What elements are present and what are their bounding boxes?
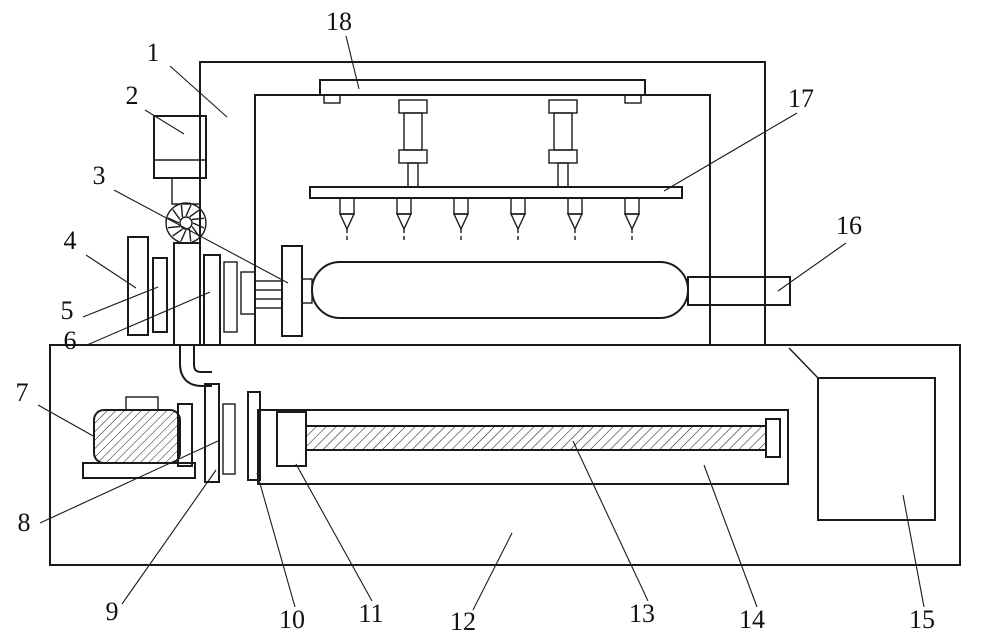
bearing-plate-middle: [222, 403, 236, 475]
motor: [82, 396, 196, 479]
collection-box: [817, 377, 936, 521]
label-15: 15: [909, 605, 935, 634]
leader-line-12: [472, 532, 513, 611]
cylinder-left-cap: [398, 99, 428, 114]
hopper-box: [153, 115, 207, 179]
leader-line-5: [82, 286, 159, 318]
roller-axle: [301, 278, 313, 304]
leader-line-17: [663, 112, 798, 192]
hopper-neck: [171, 177, 201, 205]
left-tower: [127, 115, 313, 346]
label-18: 18: [326, 7, 352, 36]
label-8: 8: [18, 508, 31, 537]
cylinder-left-rod: [407, 162, 419, 188]
label-14: 14: [739, 605, 765, 634]
leader-line-14: [703, 464, 758, 608]
outer-frame: [199, 61, 766, 346]
leader-line-10: [256, 472, 296, 608]
screw-housing: [257, 409, 789, 485]
label-10: 10: [279, 605, 305, 634]
right-inner-plate: [203, 254, 221, 346]
label-2: 2: [126, 81, 139, 110]
spray-nozzle: [623, 197, 641, 243]
bearing-plate-rear: [204, 383, 220, 483]
beam-foot-left: [323, 94, 341, 104]
leader-line-15: [902, 494, 925, 608]
label-13: 13: [629, 599, 655, 628]
motor-terminal: [125, 396, 159, 411]
cylinder-left-body: [403, 112, 423, 151]
left-bracket-plate: [127, 236, 149, 336]
cylinder-right: [548, 99, 578, 188]
part-labels: 1 2 3 4 5 6 7 8 9 10 11 12 13 14 15 16 1…: [16, 7, 936, 636]
roller: [311, 261, 689, 319]
spray-nozzle: [566, 197, 584, 243]
spray-nozzle: [509, 197, 527, 243]
beam-foot-right: [624, 94, 642, 104]
label-5: 5: [61, 296, 74, 325]
inner-frame: [254, 94, 711, 346]
link-arm-upper: [254, 280, 283, 291]
motor-body: [93, 409, 181, 464]
leader-lines: [37, 35, 925, 611]
link-arm-lower: [254, 298, 283, 309]
label-12: 12: [450, 607, 476, 636]
spray-nozzle: [338, 197, 356, 243]
corner-brace-line: [788, 347, 819, 379]
spacer-plate: [223, 261, 238, 333]
machine-base: [49, 344, 961, 566]
label-7: 7: [16, 378, 29, 407]
label-6: 6: [64, 326, 77, 355]
leader-line-6: [86, 291, 211, 346]
screw-end-bearing: [765, 418, 781, 458]
motor-end-cap: [177, 403, 193, 467]
lead-screw: [305, 425, 767, 451]
leader-line-7: [37, 404, 96, 438]
leader-line-16: [777, 242, 847, 292]
drive-block: [276, 411, 307, 467]
cylinder-right-body: [553, 112, 573, 151]
leader-line-13: [572, 440, 649, 602]
nozzle-plate: [309, 186, 683, 199]
label-16: 16: [836, 211, 862, 240]
leader-line-2: [144, 109, 185, 135]
label-11: 11: [358, 599, 383, 628]
cylinder-right-cap: [548, 99, 578, 114]
spacer-block: [240, 271, 256, 315]
cylinder-right-rod: [557, 162, 569, 188]
cylinder-left: [398, 99, 428, 188]
feed-pipe-bore: [181, 345, 212, 385]
leader-line-18: [345, 35, 360, 90]
left-inner-plate: [152, 257, 168, 333]
spray-nozzle: [452, 197, 470, 243]
leader-line-11: [295, 463, 373, 602]
leader-line-1: [169, 65, 228, 118]
spray-nozzles: [338, 197, 641, 243]
leader-line-3: [113, 189, 289, 284]
label-3: 3: [93, 161, 106, 190]
label-1: 1: [147, 38, 160, 67]
label-17: 17: [788, 84, 814, 113]
leader-line-8: [39, 440, 219, 524]
bearing-plate-front: [247, 391, 261, 481]
cylinder-right-flange: [548, 149, 578, 164]
leader-line-9: [121, 469, 217, 605]
top-mounting-beam: [319, 79, 646, 96]
label-9: 9: [106, 597, 119, 626]
cylinder-left-flange: [398, 149, 428, 164]
roller-mount-plate: [281, 245, 303, 337]
spray-nozzle: [395, 197, 413, 243]
leader-line-4: [85, 254, 137, 289]
support-column: [173, 242, 201, 346]
label-4: 4: [64, 226, 77, 255]
roller-shaft: [687, 276, 791, 306]
